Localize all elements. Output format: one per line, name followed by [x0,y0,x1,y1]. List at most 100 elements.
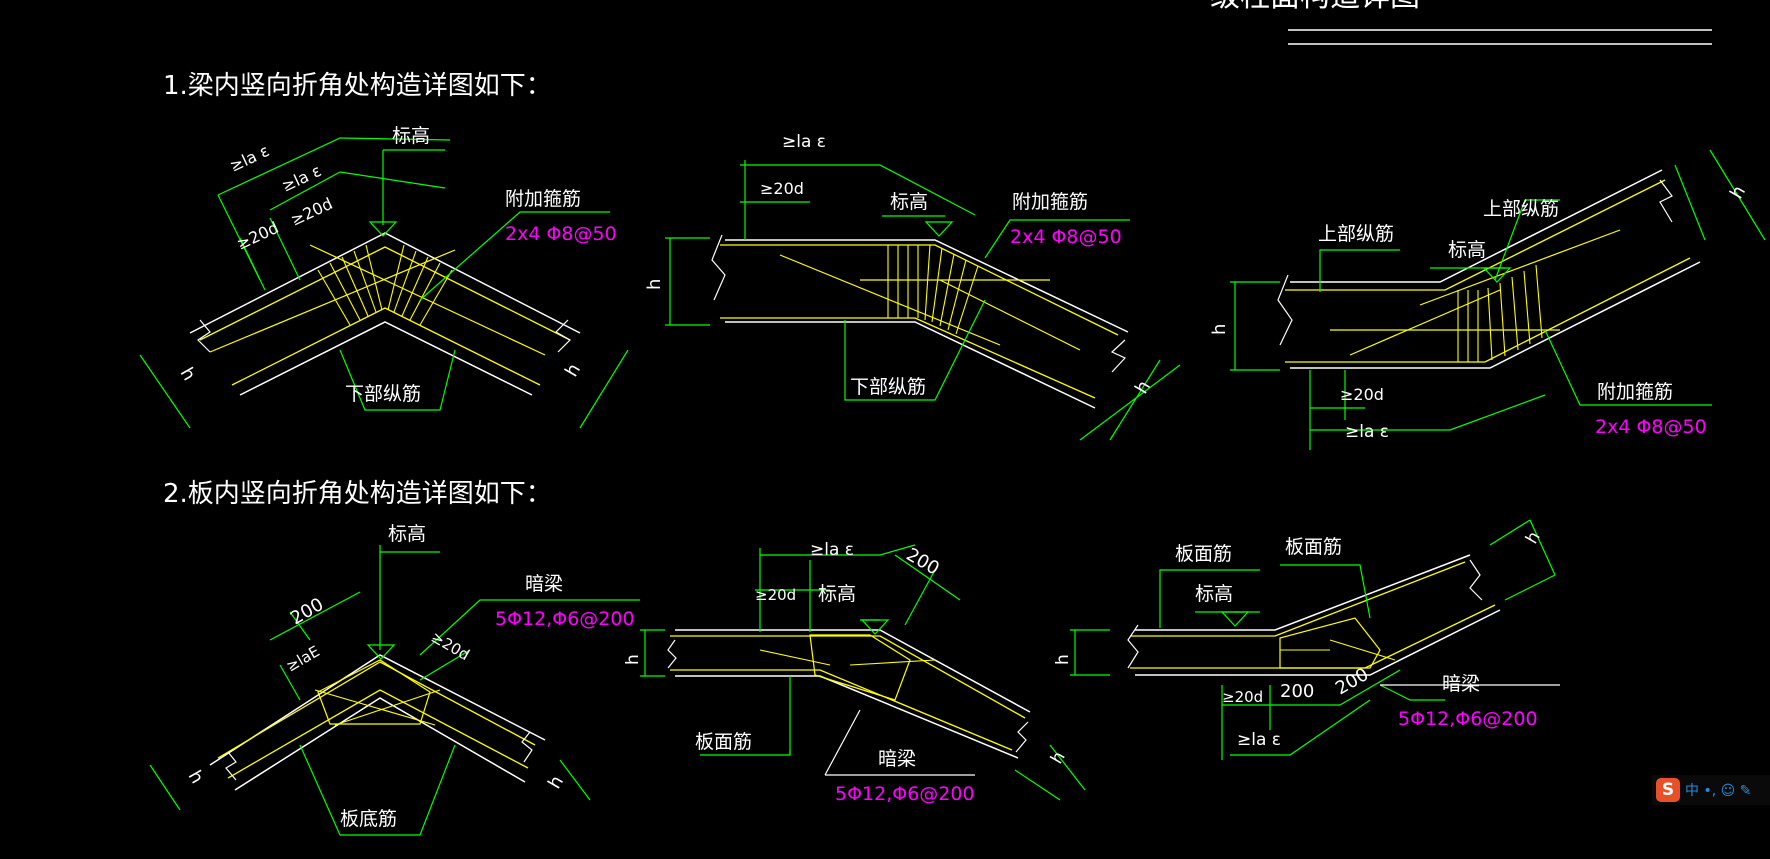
slab1-break-left [225,751,237,781]
beam2-top-bar [720,244,1119,336]
slab1-hidden-beam-tie-a [314,689,436,726]
beam2-elevation-marker [924,221,954,237]
slab2-height-left: h [623,654,643,665]
slab3-top-bars-label-2: 板面筋 [1285,536,1342,558]
beam1-added-stirrups [317,244,453,326]
slab3-hidden-beam-label: 暗梁 [1442,673,1480,695]
slab2-dimensions [640,544,1086,801]
slab1-elevation-label: 标高 [388,523,426,545]
slab1-dim-200: 200 [287,594,327,629]
slab3-top-bars-label-1: 板面筋 [1175,543,1232,565]
slab1-hidden-beam-stirrup [317,659,431,725]
beam2-cross-bar-b [939,279,1081,351]
slab1-hidden-beam-tie-b [334,689,441,726]
slab3-anchor-lae: ≥la ε [1237,730,1281,750]
slab1-break-right [521,731,533,763]
slab2-elevation-marker [860,619,890,635]
slab3-bottom-outline [1135,609,1501,676]
slab1-hidden-beam-label: 暗梁 [525,573,563,595]
slab1-elevation-marker [366,644,396,660]
beam1-elevation-label: 标高 [392,125,430,147]
slab1-hidden-beam-spec: 5Φ12,Φ6@200 [495,608,635,630]
beam1-anchor-20d-2: ≥20d [234,218,282,254]
beam1-cross-bar-b [309,244,546,356]
beam3-dimensions [1230,149,1766,450]
section-2-heading: 2.板内竖向折角处构造详图如下： [163,479,552,509]
slab2-top-bar [670,635,1026,719]
slab3-bar-lap-b [1329,639,1396,661]
slab2-hidden-beam-stirrup [809,634,911,701]
slab3-dim-200-b: 200 [1332,664,1372,699]
beam2-break-left [711,234,726,301]
beam1-added-stirrup-label: 附加箍筋 [505,188,581,210]
beam3-top-bars-label-2: 上部纵筋 [1483,198,1559,220]
slab2-bottom-bar [670,669,1013,751]
slab2-height-right: h [1047,748,1070,767]
beam3-top-outline [1290,169,1663,283]
slab2-bar-lap-a [759,649,831,666]
beam3-elevation-label: 标高 [1448,239,1486,261]
slab1-dimensions [149,545,640,836]
ime-toolbar[interactable]: S 中 •, ☺ ✎ [1652,775,1770,805]
slab1-bottom-bars-label: 板底筋 [340,808,397,830]
slab3-height-left: h [1053,654,1073,665]
slab1-height-left: h [184,767,208,787]
beam1-anchor-20d-1: ≥20d [288,194,336,230]
slab2-break-left [667,639,677,669]
beam1-bottom-outline [239,321,533,396]
beam3-bottom-bar [1285,257,1691,363]
beam2-height-left: h [644,279,665,290]
slab1-bottom-outline [234,697,526,791]
beam-detail-3: 标高 上部纵筋 上部纵筋 附加箍筋 2x4 Φ8@50 ≥20d ≥la ε h… [1209,149,1766,450]
beam2-dimensions [665,160,1181,441]
beam3-top-bars-label-1: 上部纵筋 [1318,223,1394,245]
slab1-top-bar [217,661,536,759]
beam1-cross-bar-a [209,249,456,353]
beam3-added-stirrups [1457,264,1543,362]
beam-detail-2: 标高 附加箍筋 2x4 Φ8@50 下部纵筋 ≥la ε ≥20d h h [644,132,1181,441]
beam3-elevation-marker [1482,267,1512,283]
beam1-anchor-1: ≥la ε [227,141,273,176]
beam3-top-bar [1285,179,1666,291]
sogou-logo-icon[interactable]: S [1656,778,1680,802]
beam2-cross-bar-a [779,254,1001,346]
beam3-break-left [1277,274,1293,346]
ime-status-text[interactable]: 中 •, ☺ ✎ [1685,783,1752,799]
beam1-break-left [197,319,211,353]
slab1-height-right: h [544,772,568,792]
beam1-bottom-bar [231,307,541,386]
beam3-height-right: h [1726,182,1750,202]
slab2-hidden-beam-label: 暗梁 [878,748,916,770]
slab2-anchor-20d: ≥20d [755,586,796,604]
beam1-height-right: h [561,360,585,380]
beam3-bottom-outline [1290,261,1701,369]
beam2-break-right [1110,339,1127,373]
beam1-top-bar [199,246,571,341]
slab3-break-left [1127,624,1139,669]
slab3-top-outline [1135,554,1471,631]
beam-detail-1: 标高 附加箍筋 2x4 Φ8@50 下部纵筋 ≥la ε ≥la ε ≥20d … [139,125,629,429]
slab1-anchor-le: ≥laE [283,642,323,675]
beam1-break-right [555,319,571,353]
beam2-bottom-outline [725,321,1096,409]
beam3-anchor-lae: ≥la ε [1345,422,1389,442]
beam1-bottom-bars-label: 下部纵筋 [345,383,421,405]
beam2-bottom-bars-label: 下部纵筋 [850,376,926,398]
slab-detail-3: 板面筋 板面筋 标高 暗梁 5Φ12,Φ6@200 ≥20d ≥la ε 200… [1053,519,1560,760]
slab1-bottom-bar [227,689,529,779]
beam2-elevation-label: 标高 [890,191,928,213]
beam2-top-outline [725,239,1129,333]
slab2-top-outline [675,629,1031,713]
slab2-elevation-label: 标高 [818,583,856,605]
slab2-anchor-lae: ≥la ε [810,540,854,560]
beam1-anchor-2: ≥la ε [279,161,325,196]
beam1-elevation-marker [368,221,398,237]
beam2-stirrup-spec: 2x4 Φ8@50 [1010,226,1122,248]
slab3-dim-200-a: 200 [1280,681,1314,702]
slab1-anchor-20d: ≥20d [428,628,473,664]
slab-detail-1: 标高 暗梁 5Φ12,Φ6@200 板底筋 200 ≥laE ≥20d h h [149,523,640,836]
beam3-stirrup-spec: 2x4 Φ8@50 [1595,416,1707,438]
slab3-hidden-beam-spec: 5Φ12,Φ6@200 [1398,708,1538,730]
slab-detail-2: 标高 板面筋 暗梁 5Φ12,Φ6@200 ≥la ε ≥20d 200 h h [623,540,1086,805]
